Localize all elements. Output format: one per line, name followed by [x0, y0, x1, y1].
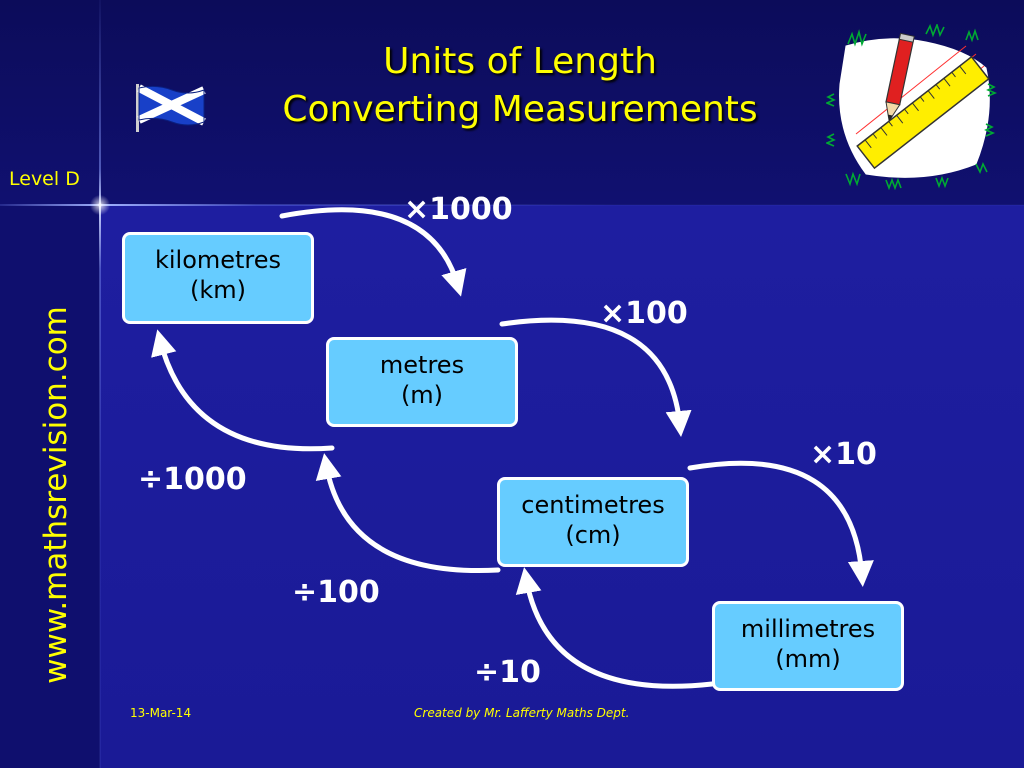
title-line-1: Units of Length: [383, 41, 657, 82]
multiply-1000-label: ×1000: [404, 192, 513, 227]
unit-name: metres: [379, 351, 465, 379]
pencil-ruler-icon: [826, 24, 998, 190]
horizontal-divider: [0, 204, 1024, 206]
page-title: Units of Length Converting Measurements: [200, 38, 840, 134]
arrow-cm-to-mm: [687, 460, 874, 587]
unit-box-centimetres: centimetres (cm): [497, 477, 689, 567]
sidebar-background: [0, 205, 100, 768]
unit-box-metres: metres (m): [326, 337, 518, 427]
multiply-100-label: ×100: [600, 296, 688, 331]
level-label: Level D: [9, 168, 80, 190]
divide-10-label: ÷10: [474, 655, 541, 690]
multiply-10-label: ×10: [810, 437, 877, 472]
vertical-divider: [99, 0, 101, 768]
divide-1000-label: ÷1000: [138, 462, 247, 497]
arrow-m-to-km: [151, 329, 335, 452]
arrow-cm-to-m: [315, 453, 501, 574]
unit-name: millimetres: [740, 615, 876, 643]
arrow-km-to-m: [279, 207, 467, 297]
sparkle-icon: [84, 189, 116, 221]
footer-credit: Created by Mr. Lafferty Maths Dept.: [414, 706, 630, 720]
arrow-m-to-cm: [499, 317, 692, 437]
arrow-mm-to-cm: [515, 567, 715, 689]
unit-abbr: (mm): [775, 645, 841, 673]
unit-box-millimetres: millimetres (mm): [712, 601, 904, 691]
unit-abbr: (m): [400, 381, 444, 409]
unit-abbr: (cm): [565, 521, 621, 549]
unit-abbr: (km): [189, 276, 246, 304]
footer-date: 13-Mar-14: [130, 706, 192, 720]
title-line-2: Converting Measurements: [282, 89, 758, 130]
unit-name: centimetres: [521, 491, 665, 519]
unit-box-kilometres: kilometres (km): [122, 232, 314, 324]
scottish-saltire-flag-icon: [136, 84, 206, 132]
divide-100-label: ÷100: [292, 575, 380, 610]
unit-name: kilometres: [154, 246, 282, 274]
